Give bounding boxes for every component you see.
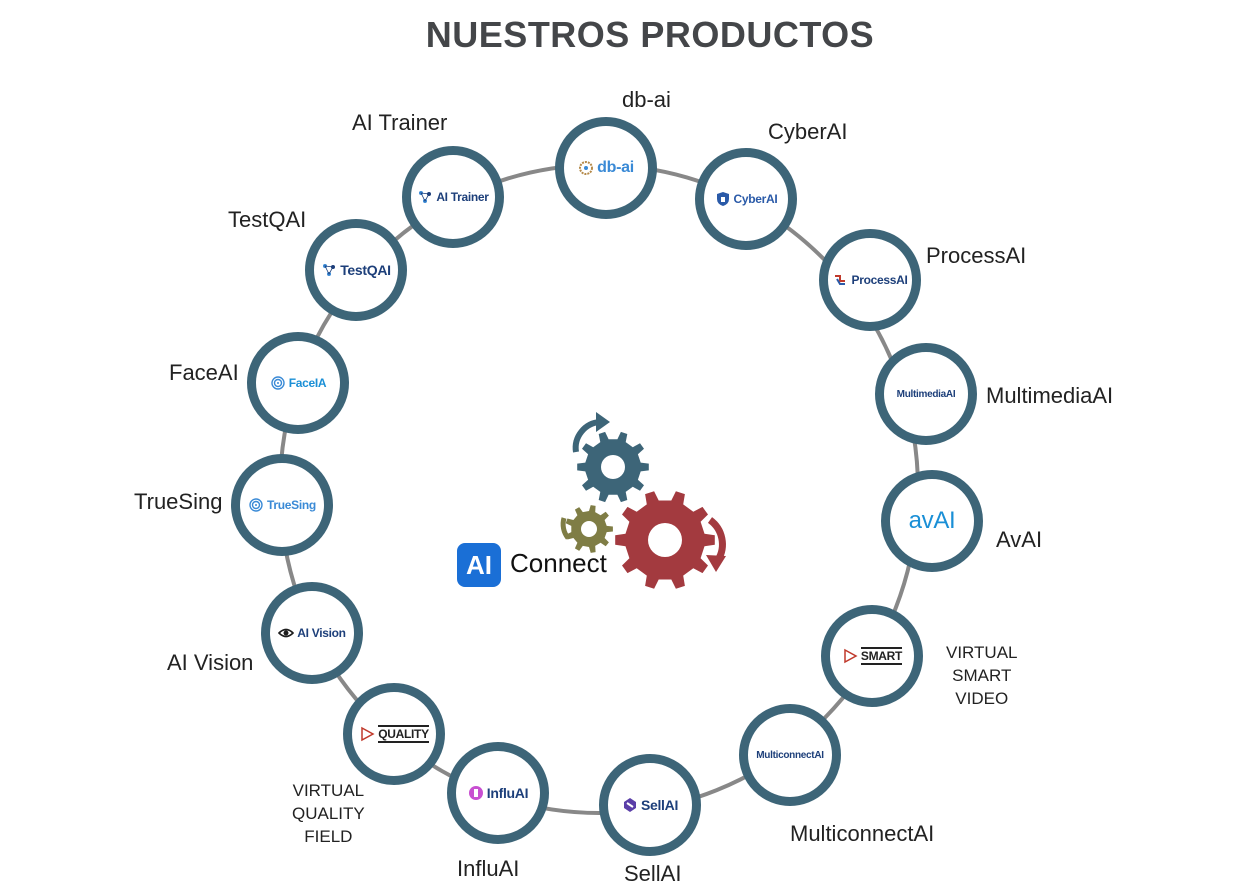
arrow-head-icon	[596, 412, 610, 432]
product-logo-text: CyberAI	[733, 192, 778, 206]
product-label-testqai: TestQAI	[228, 207, 307, 232]
rotate-arrow-icon	[572, 419, 601, 453]
product-logo-cyberai: CyberAI	[715, 191, 778, 207]
product-logo-text: TestQAI	[340, 262, 391, 278]
product-label-aivision: AI Vision	[167, 650, 254, 675]
product-label-sellai: SellAI	[624, 861, 682, 886]
ai-logo-badge: AI	[457, 543, 501, 587]
arrow-head-icon	[706, 555, 726, 572]
sell-icon	[623, 798, 636, 812]
blue-gear-icon	[577, 431, 649, 503]
product-node-testqai[interactable]: TestQAI	[305, 219, 407, 321]
product-node-dbai[interactable]: db-ai	[555, 117, 657, 219]
product-logo-virtualsmartvideo: SMART	[842, 647, 902, 665]
product-label-multiconnectai: MulticonnectAI	[790, 821, 935, 846]
product-node-multiconnectai[interactable]: MulticonnectAI	[739, 704, 841, 806]
process-icon	[834, 275, 845, 285]
product-logo-processai: ProcessAI	[833, 272, 908, 288]
gears-icon	[560, 412, 726, 589]
product-node-processai[interactable]: ProcessAI	[819, 229, 921, 331]
fingerprint-icon	[249, 498, 263, 512]
product-logo-text: AI Trainer	[436, 190, 489, 204]
product-logo-text: TrueSing	[267, 498, 316, 512]
product-logo-multiconnectai: MulticonnectAI	[756, 749, 824, 761]
product-node-aivision[interactable]: AI Vision	[261, 582, 363, 684]
eye-icon	[278, 628, 295, 638]
product-logo-text: MulticonnectAI	[756, 749, 824, 761]
product-logo-influai: InfluAI	[468, 785, 529, 801]
product-logo-text: db-ai	[597, 159, 634, 176]
product-logo-text: FaceIA	[288, 376, 327, 390]
product-logo-faceai: FaceIA	[270, 375, 327, 391]
product-logo-truesing: TrueSing	[248, 497, 316, 513]
product-node-faceai[interactable]: FaceIA	[247, 332, 349, 434]
product-node-virtualsmartvideo[interactable]: SMART	[821, 605, 923, 707]
product-label-cyberai: CyberAI	[768, 119, 848, 144]
olive-gear-icon	[565, 505, 613, 553]
product-logo-virtualqualityfield: QUALITY	[359, 725, 429, 743]
product-node-aitrainer[interactable]: AI Trainer	[402, 146, 504, 248]
shield-icon	[716, 192, 729, 206]
product-logo-text: MultimediaAI	[896, 388, 956, 400]
product-logo-text: AI Vision	[297, 626, 346, 640]
product-label-avai: AvAI	[996, 527, 1043, 552]
red-gear-icon	[615, 491, 715, 589]
product-label-virtualqualityfield: VIRTUAL QUALITY FIELD	[292, 781, 365, 846]
page-title: NUESTROS PRODUCTOS	[425, 14, 875, 55]
product-label-truesing: TrueSing	[134, 489, 223, 514]
product-node-influai[interactable]: InfluAI	[447, 742, 549, 844]
product-logo-text: ProcessAI	[851, 273, 908, 287]
influ-icon	[468, 786, 483, 800]
network-icon	[323, 264, 336, 276]
ai-connect-hub: AI Connect	[440, 410, 760, 600]
product-logo-text: QUALITY	[378, 725, 429, 743]
product-logo-aitrainer: AI Trainer	[417, 189, 489, 205]
brain-icon	[579, 161, 594, 175]
product-node-avai[interactable]: avAI	[881, 470, 983, 572]
product-logo-dbai: db-ai	[578, 159, 634, 177]
product-logo-sellai: SellAI	[622, 797, 678, 813]
play-icon	[844, 648, 858, 664]
product-logo-avai: avAI	[909, 507, 956, 535]
product-node-virtualqualityfield[interactable]: QUALITY	[343, 683, 445, 785]
rotate-arrow-icon	[560, 517, 571, 540]
product-logo-text: SellAI	[640, 797, 679, 813]
product-logo-text: SMART	[860, 647, 903, 665]
product-label-influai: InfluAI	[457, 856, 520, 881]
product-node-truesing[interactable]: TrueSing	[231, 454, 333, 556]
product-label-dbai: db-ai	[622, 87, 671, 112]
play-icon	[361, 726, 375, 742]
product-label-aitrainer: AI Trainer	[352, 110, 448, 135]
product-node-cyberai[interactable]: CyberAI	[695, 148, 797, 250]
product-label-virtualsmartvideo: VIRTUAL SMART VIDEO	[946, 643, 1018, 708]
connect-label: Connect	[510, 548, 607, 578]
product-logo-multimediaai: MultimediaAI	[897, 389, 956, 400]
product-logo-testqai: TestQAI	[321, 262, 391, 278]
product-label-processai: ProcessAI	[926, 243, 1027, 268]
product-node-sellai[interactable]: SellAI	[599, 754, 701, 856]
product-label-multimediaai: MultimediaAI	[986, 383, 1114, 408]
fingerprint-icon	[271, 376, 285, 390]
product-logo-text: InfluAI	[486, 785, 529, 801]
product-node-multimediaai[interactable]: MultimediaAI	[875, 343, 977, 445]
network-icon	[419, 191, 432, 203]
product-logo-text: avAI	[908, 507, 956, 534]
product-logo-aivision: AI Vision	[278, 625, 346, 641]
product-label-faceai: FaceAI	[169, 360, 239, 385]
